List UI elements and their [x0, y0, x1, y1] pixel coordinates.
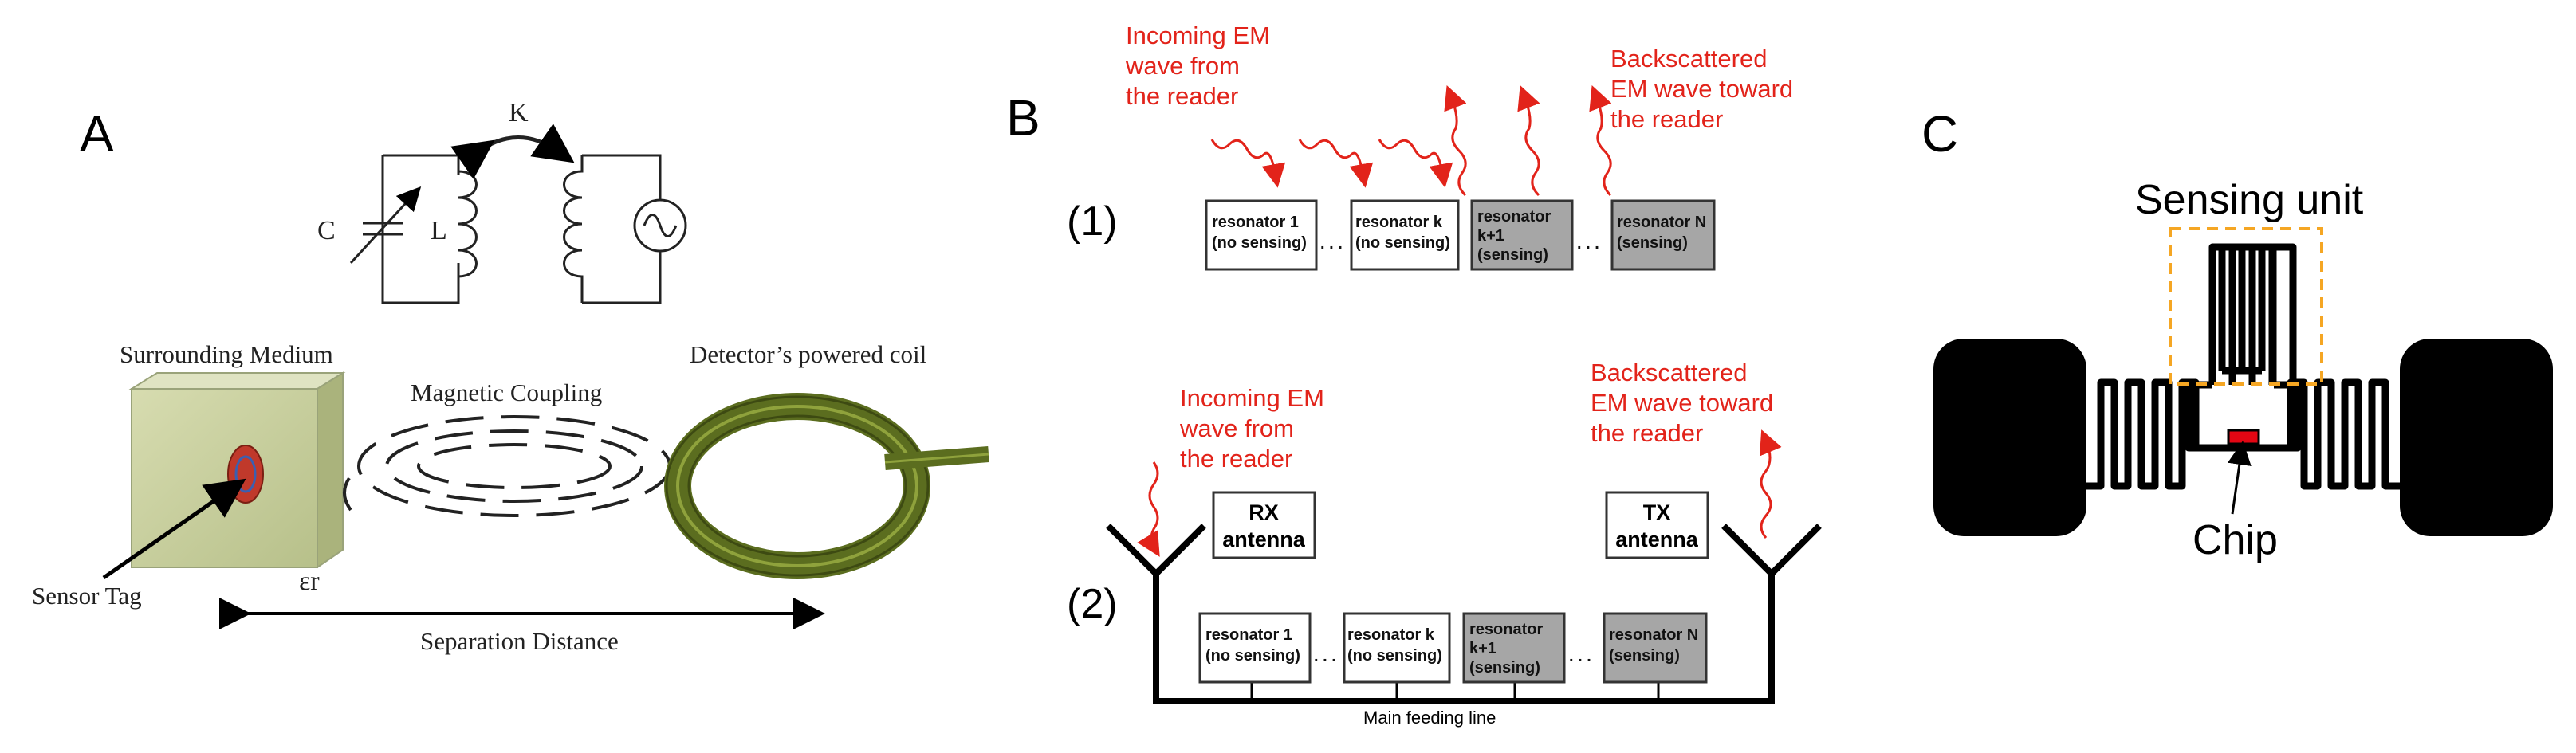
magnetic-field-lines — [343, 415, 671, 517]
inductor-label: L — [431, 216, 447, 245]
row1-incoming-label: Incoming EM wave from the reader — [1125, 22, 1277, 110]
permittivity-label: εr — [299, 567, 320, 596]
ac-source-icon — [633, 198, 687, 253]
row1-ellipsis-2: . . . — [1577, 235, 1599, 253]
feed-line-label: Main feeding line — [1363, 708, 1496, 728]
inductor-right — [563, 155, 584, 303]
row1-label: (1) — [1067, 198, 1118, 245]
panel-a-letter: A — [80, 105, 114, 163]
coupling-label-k: K — [509, 98, 529, 127]
row2-ellipsis-1: . . . — [1314, 648, 1336, 665]
svg-text:resonator N(sensing): resonator N(sensing) — [1609, 626, 1698, 665]
row1-resonator-k: resonator k(no sensing) — [1350, 199, 1460, 271]
left-antenna-pad — [1933, 339, 2086, 536]
svg-text:resonator k(no sensing): resonator k(no sensing) — [1355, 214, 1450, 252]
row1-resonator-n: resonator N(sensing) — [1610, 199, 1716, 271]
medium-label: Surrounding Medium — [120, 340, 333, 368]
distance-label: Separation Distance — [420, 627, 619, 655]
panel-b-letter: B — [1006, 89, 1040, 147]
row1-resonators: resonator 1(no sensing) . . . resonator … — [1205, 199, 1716, 271]
panel-b: B (1) Incoming EM wave from the reader B… — [1006, 22, 1822, 728]
svg-text:resonator 1(no sensing): resonator 1(no sensing) — [1205, 626, 1300, 665]
lc-circuit — [349, 124, 687, 304]
row2-resonators: resonator 1(no sensing) . . . resonator … — [1198, 612, 1708, 684]
row2-incoming-label: Incoming EM wave from the reader — [1179, 384, 1331, 473]
panel-c: C Chip Sensing unit — [1921, 105, 2553, 563]
chip-label: Chip — [2193, 517, 2278, 563]
chip-icon — [2227, 429, 2260, 445]
row2-waves — [1137, 429, 1782, 557]
rfid-trace — [2086, 243, 2400, 490]
panel-c-letter: C — [1921, 105, 1958, 163]
row2-resonator-1: resonator 1(no sensing) — [1198, 612, 1312, 684]
row2-backscatter-label: Backscattered EM wave toward the reader — [1591, 359, 1780, 447]
sensing-unit-outline — [2169, 227, 2323, 386]
chip-arrow — [2228, 441, 2252, 515]
sensor-tag-label: Sensor Tag — [32, 582, 142, 610]
capacitor-label: C — [317, 216, 336, 245]
svg-text:resonator 1(no sensing): resonator 1(no sensing) — [1212, 214, 1307, 252]
inductor-left — [437, 154, 478, 303]
row2-label: (2) — [1067, 581, 1118, 627]
row1-waves — [1210, 84, 1612, 197]
row2-resonator-k: resonator k(no sensing) — [1343, 612, 1451, 684]
row1-ellipsis-1: . . . — [1320, 235, 1343, 253]
svg-text:resonator k(no sensing): resonator k(no sensing) — [1347, 626, 1442, 665]
panel-a: A K C L — [32, 98, 989, 655]
sensor-tag-arrow — [102, 478, 246, 580]
row2-ellipsis-2: . . . — [1569, 648, 1591, 665]
row2-resonator-n: resonator N(sensing) — [1603, 612, 1708, 684]
detector-coil-icon — [664, 393, 989, 579]
right-antenna-pad — [2400, 339, 2553, 536]
coupling-label: Magnetic Coupling — [411, 378, 602, 406]
detector-label: Detector’s powered coil — [690, 340, 926, 368]
row1-backscatter-label: Backscattered EM wave toward the reader — [1610, 45, 1800, 133]
sensing-unit-label: Sensing unit — [2135, 177, 2364, 223]
sensor-tag-icon — [227, 445, 264, 504]
row1-resonator-1: resonator 1(no sensing) — [1205, 199, 1318, 271]
svg-text:resonator N(sensing): resonator N(sensing) — [1617, 214, 1706, 252]
